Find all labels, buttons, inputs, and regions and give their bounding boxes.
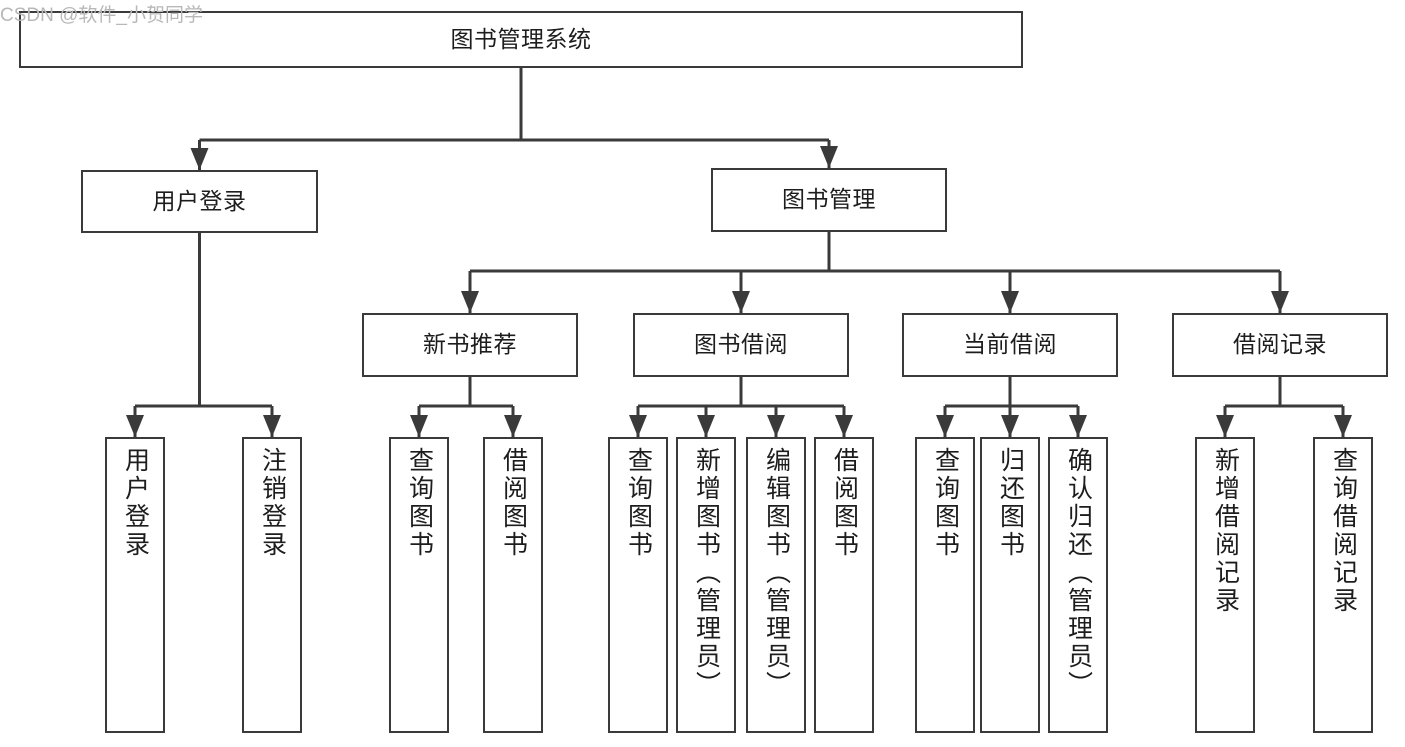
arrow-head <box>190 148 209 170</box>
node-label: 用户登录 <box>121 447 150 559</box>
node-label: 用户登录 <box>152 187 247 214</box>
node-label: 借阅图书 <box>499 447 528 559</box>
arrow-head <box>732 291 750 313</box>
arrow-head <box>820 146 838 168</box>
node-label: 新增图书（管理员） <box>692 447 721 699</box>
arrow-head <box>835 415 853 437</box>
node-label: 查询图书 <box>931 447 960 559</box>
node-label: 图书管理 <box>782 186 876 213</box>
node-label: 图书管理系统 <box>450 25 592 52</box>
arrow-head <box>461 291 479 313</box>
node-leaf-add-record: 新增借阅记录 <box>1195 437 1255 733</box>
node-label: 注销登录 <box>258 447 287 559</box>
arrow-head <box>936 415 954 437</box>
node-leaf-add-book: 新增图书（管理员） <box>676 437 736 733</box>
node-leaf-query-book-1: 查询图书 <box>389 437 449 733</box>
node-label: 当前借阅 <box>963 331 1057 358</box>
node-label: 新增借阅记录 <box>1211 447 1240 615</box>
node-leaf-query-record: 查询借阅记录 <box>1313 437 1373 733</box>
node-leaf-borrow-book-1: 借阅图书 <box>483 437 543 733</box>
arrow-head <box>697 415 715 437</box>
node-leaf-query-book-2: 查询图书 <box>608 437 668 733</box>
arrow-head <box>410 415 428 437</box>
node-label: 新书推荐 <box>423 331 517 358</box>
node-leaf-user-login: 用户登录 <box>105 437 165 733</box>
node-label: 查询借阅记录 <box>1329 447 1358 615</box>
node-user-login: 用户登录 <box>81 170 318 233</box>
node-label: 借阅图书 <box>830 447 859 559</box>
arrow-head <box>1271 291 1289 313</box>
node-label: 查询图书 <box>624 447 653 559</box>
node-book-manage: 图书管理 <box>711 168 947 232</box>
arrow-head <box>1334 415 1352 437</box>
node-book-borrow: 图书借阅 <box>633 313 849 377</box>
node-label: 查询图书 <box>405 447 434 559</box>
node-label: 编辑图书（管理员） <box>762 447 791 699</box>
arrow-head <box>629 415 647 437</box>
arrow-head <box>1216 415 1234 437</box>
node-borrow-record: 借阅记录 <box>1172 313 1388 377</box>
node-new-book-rec: 新书推荐 <box>362 313 578 377</box>
node-leaf-edit-book: 编辑图书（管理员） <box>746 437 806 733</box>
node-label: 图书借阅 <box>694 331 788 358</box>
node-label: 确认归还（管理员） <box>1064 447 1093 699</box>
arrow-head <box>767 415 785 437</box>
arrow-head <box>1001 415 1019 437</box>
node-leaf-logout: 注销登录 <box>242 437 302 733</box>
node-current-borrow: 当前借阅 <box>902 313 1118 377</box>
node-leaf-query-book-3: 查询图书 <box>915 437 975 733</box>
arrow-head <box>1069 415 1087 437</box>
csdn-watermark: CSDN @软件_小贺同学 <box>0 5 203 26</box>
arrow-head <box>126 415 144 437</box>
node-leaf-confirm-return: 确认归还（管理员） <box>1048 437 1108 733</box>
node-label: 归还图书 <box>996 447 1025 559</box>
node-label: 借阅记录 <box>1233 331 1327 358</box>
arrow-head <box>1001 291 1019 313</box>
node-root: 图书管理系统 <box>19 11 1023 68</box>
arrow-head <box>504 415 522 437</box>
arrow-head <box>263 415 281 437</box>
node-leaf-return-book: 归还图书 <box>980 437 1040 733</box>
node-leaf-borrow-book-2: 借阅图书 <box>814 437 874 733</box>
